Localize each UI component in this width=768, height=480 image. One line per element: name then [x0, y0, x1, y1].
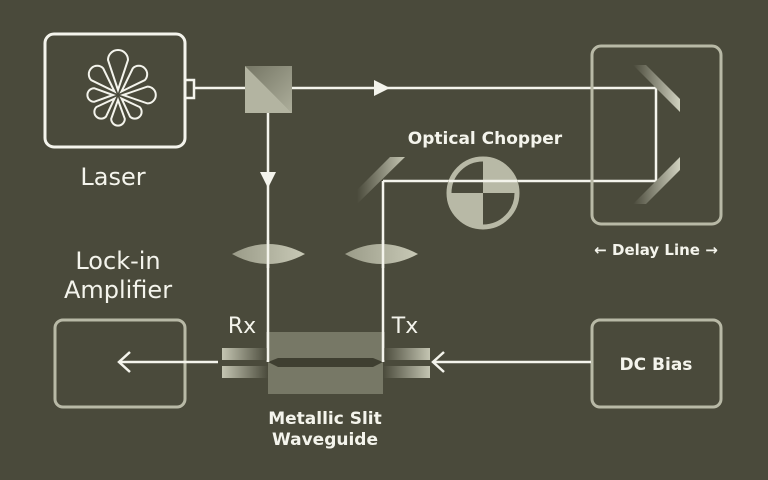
dc-bias-label: DC Bias: [620, 355, 693, 375]
lockin-box: [53, 318, 187, 409]
rx-electrode-bottom: [222, 366, 268, 378]
arrow-left-icon: [431, 351, 445, 373]
optical-chopper-label: Optical Chopper: [408, 129, 563, 149]
tx-label: Tx: [391, 314, 418, 339]
beam-splitter: [245, 66, 292, 113]
laser-flower-icon: [86, 49, 157, 127]
laser-petal: [119, 85, 157, 105]
optical-chopper: Optical Chopper: [408, 129, 563, 230]
lockin-label-line2: Amplifier: [64, 276, 172, 304]
dc-bias-box: [590, 318, 723, 409]
laser-petal: [119, 96, 143, 120]
right-arrow-icon: →: [700, 241, 718, 259]
delay-mirror-top: [633, 65, 680, 112]
laser-petal: [110, 97, 126, 127]
delay-line: ← Delay Line →: [590, 44, 723, 259]
lock-in-amplifier: Lock-in Amplifier: [53, 247, 218, 409]
rx-label: Rx: [228, 314, 256, 339]
steering-mirror: [357, 157, 405, 204]
delay-line-label: ← Delay Line →: [594, 241, 718, 259]
delay-line-text: Delay Line: [612, 241, 700, 259]
metallic-slit-waveguide: Metallic Slit Waveguide: [222, 332, 430, 450]
tx-electrode-top: [383, 348, 430, 360]
laser-petal: [119, 64, 149, 94]
left-arrow-icon: ←: [594, 241, 612, 259]
dc-bias: DC Bias: [431, 318, 723, 409]
lockin-label-line1: Lock-in: [75, 247, 160, 275]
tx-electrode-bottom: [383, 366, 430, 378]
laser-petal: [86, 87, 116, 103]
arrow-left-icon: [117, 351, 131, 373]
delay-mirror-bottom: [633, 157, 680, 204]
arrow-down-icon: [260, 172, 276, 188]
delay-line-box: [590, 44, 723, 226]
waveguide-label-line2: Waveguide: [272, 430, 378, 450]
arrow-right-icon: [374, 80, 390, 96]
waveguide-label-line1: Metallic Slit: [268, 409, 382, 429]
laser-petal: [87, 64, 117, 94]
lens-right: [345, 244, 418, 264]
laser: Laser: [43, 32, 196, 191]
rx-electrode-top: [222, 348, 268, 360]
laser-petal: [106, 49, 130, 94]
laser-label: Laser: [80, 163, 145, 191]
laser-petal: [93, 96, 117, 120]
